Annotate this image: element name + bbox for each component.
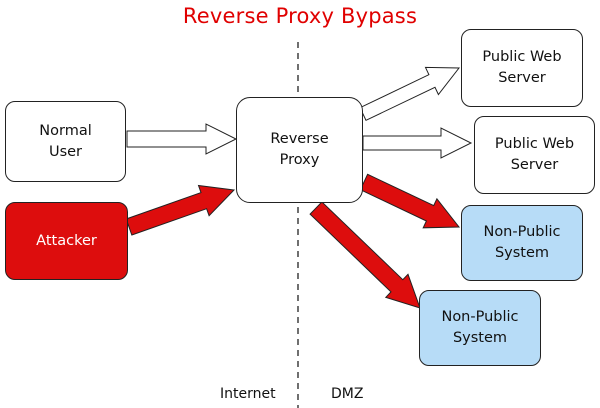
arrow-normal-user-to-proxy — [126, 123, 238, 155]
public-web-server-node-1: Public Web Server — [461, 29, 583, 107]
zone-label-dmz: DMZ — [331, 386, 364, 402]
diagram-title: Reverse Proxy Bypass — [182, 4, 418, 28]
non-public-system-node-1: Non-Public System — [461, 205, 583, 281]
reverse-proxy-node: Reverse Proxy — [236, 97, 363, 203]
arrow-proxy-to-non-public-1 — [359, 173, 461, 229]
arrow-attacker-to-proxy — [125, 184, 236, 236]
arrow-proxy-to-web-server-2 — [362, 127, 473, 159]
arrow-proxy-to-non-public-2 — [309, 201, 421, 309]
public-web-server-node-2: Public Web Server — [474, 116, 595, 194]
normal-user-node: Normal User — [5, 101, 126, 182]
zone-label-internet: Internet — [220, 386, 276, 402]
arrow-proxy-to-web-server-1 — [359, 66, 461, 121]
non-public-system-node-2: Non-Public System — [419, 290, 541, 366]
attacker-node: Attacker — [5, 202, 128, 280]
